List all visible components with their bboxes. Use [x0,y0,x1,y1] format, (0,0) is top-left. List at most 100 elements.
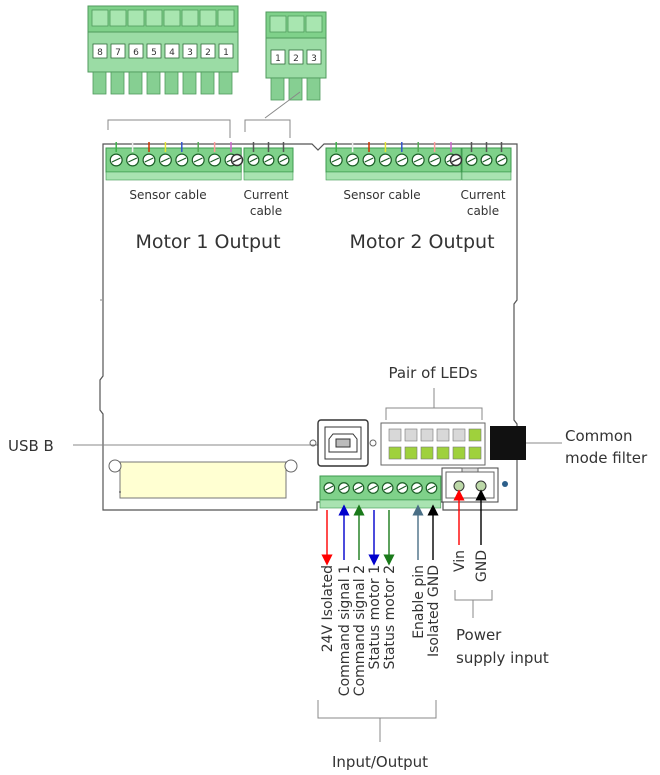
terminal-screw [338,482,350,494]
plug-leg [146,71,161,95]
plug-pin-box [128,43,144,59]
terminal-screw [378,153,392,167]
motor2-current-cable-label-1: Current [460,188,505,202]
terminal-screw [262,154,275,167]
terminal-screw [411,482,423,494]
plug-pin-number: 5 [151,48,157,58]
plug-leg [164,71,179,95]
terminal-screw [126,153,140,167]
terminal-screw [495,154,508,167]
plug-leg [288,77,303,101]
io-pin-label: Isolated GND [426,565,442,657]
plug-pin-number: 6 [133,48,139,58]
plug-pin-number: 3 [187,48,193,58]
led-indicator [452,428,466,442]
cmf-callout-line1: Common [565,427,633,445]
terminal-screw [428,153,442,167]
plug-leg [92,71,107,95]
leds-bracket [385,388,483,420]
io-pin-label: 24V Isolated [320,565,336,652]
led-indicator [468,428,482,442]
io-pin-label: Enable pin [411,565,427,639]
terminal-screw [323,482,336,494]
board-outline [99,143,518,511]
power-signal-arrows: Vin GND [452,489,490,582]
plug-leg [270,77,285,101]
motor1-current-cable-label-2: cable [250,204,282,218]
plug-leg [306,77,321,101]
plug-pin-box [218,43,234,59]
terminal-screw [158,153,172,167]
io-pin-label: Status motor 1 [367,565,383,669]
terminal-screw [175,153,189,167]
led-indicator [436,428,450,442]
plug-leg [218,71,233,95]
plug-leg [182,71,197,95]
motor2-output-title: Motor 2 Output [349,231,494,253]
led-indicator [388,428,402,442]
led-indicator [452,446,466,460]
motor1-current-cable-label-1: Current [243,188,288,202]
plug-pin-box [270,49,286,65]
led-indicator [468,446,482,460]
common-mode-filter-block [490,426,526,460]
plug-pin-box [200,43,216,59]
plug-pin-number: 1 [223,48,229,58]
plug-leg [110,71,125,95]
motor2-current-terminal [449,142,512,181]
terminal-screw [109,153,123,167]
leds-callout-label: Pair of LEDs [388,364,477,382]
terminal-screw [411,153,425,167]
terminal-screw [346,153,360,167]
led-indicator [404,446,418,460]
terminal-screw [247,154,260,167]
plug-pin-box [164,43,180,59]
plug-pin-number: 7 [115,48,121,58]
plug-bracket-lines [107,91,301,138]
terminal-screw [465,154,478,167]
power-pin-label: GND [474,550,490,582]
terminal-screw [381,482,394,494]
usb-callout-label: USB B [8,437,54,455]
power-callout-line1: Power [456,626,502,644]
led-indicator [436,446,450,460]
terminal-screw [395,153,409,167]
led-indicator [388,446,402,460]
io-callout-label: Input/Output [332,753,428,771]
motor1-sensor-cable-label: Sensor cable [129,188,206,202]
plug-pin-box [92,43,108,59]
plug-pin-box [110,43,126,59]
power-bracket [454,590,493,618]
power-connector [441,467,508,503]
led-panel [380,422,486,466]
motor2-sensor-cable-label: Sensor cable [343,188,420,202]
io-pin-label: Status motor 2 [382,565,398,669]
io-pin-label: Command signal 2 [352,565,368,696]
plug-pin-box [182,43,198,59]
plug-leg [200,71,215,95]
display-window [108,459,298,499]
plug-pin-number: 1 [275,54,281,64]
power-pin-label: Vin [452,550,468,572]
motor1-output-title: Motor 1 Output [135,231,280,253]
plug-pin-number: 8 [97,48,103,58]
plug-leg [128,71,143,95]
terminal-screw [277,154,290,167]
terminal-screw [142,153,156,167]
io-pin-label: Command signal 1 [337,565,353,696]
io-bracket [317,700,437,742]
terminal-screw [208,153,222,167]
terminal-screw [362,153,376,167]
plug-pin-box [306,49,322,65]
led-indicator [420,428,434,442]
plug-pin-number: 3 [311,54,317,64]
usb-b-connector [309,419,377,467]
terminal-screw [329,153,343,167]
led-indicator [420,446,434,460]
motor1-current-terminal [230,142,294,181]
power-callout-line2: supply input [456,649,549,667]
